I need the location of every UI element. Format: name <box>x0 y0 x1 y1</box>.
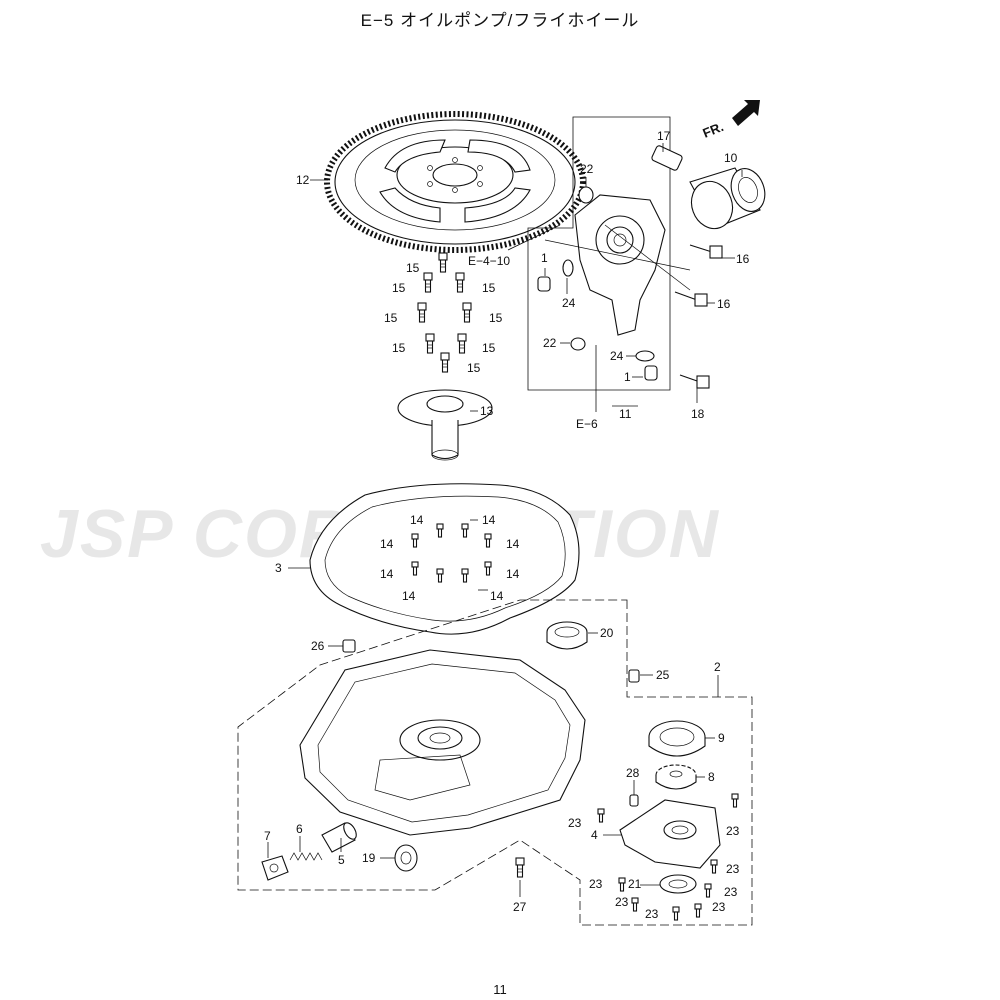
plug-1a <box>537 276 551 292</box>
label-11: 11 <box>619 407 632 421</box>
label-23b: 23 <box>726 824 740 838</box>
bolt-19 <box>394 844 418 872</box>
front-direction-arrow <box>732 100 760 126</box>
label-15c: 15 <box>482 281 496 295</box>
label-14d: 14 <box>506 537 520 551</box>
label-6: 6 <box>296 822 303 836</box>
dowel-25 <box>628 669 640 683</box>
label-2: 2 <box>714 660 721 674</box>
label-15b: 15 <box>392 281 406 295</box>
label-15g: 15 <box>482 341 496 355</box>
label-23g: 23 <box>712 900 726 914</box>
label-25: 25 <box>656 668 670 682</box>
label-15f: 15 <box>392 341 406 355</box>
label-1b: 1 <box>624 370 631 384</box>
oil-filter <box>689 167 766 230</box>
label-27: 27 <box>513 900 527 914</box>
label-24a: 24 <box>562 296 576 310</box>
oil-pump-group-box <box>527 116 671 391</box>
label-28: 28 <box>626 766 640 780</box>
transmission-housing <box>299 649 586 836</box>
label-14b: 14 <box>482 513 496 527</box>
label-14c: 14 <box>380 537 394 551</box>
label-22a: 22 <box>580 162 594 176</box>
dowel-26 <box>342 639 356 653</box>
bolt-27 <box>515 857 525 878</box>
label-17: 17 <box>657 129 671 143</box>
gasket-plate <box>309 483 580 635</box>
label-8: 8 <box>708 770 715 784</box>
label-14f: 14 <box>506 567 520 581</box>
label-23d: 23 <box>589 877 603 891</box>
label-7: 7 <box>264 829 271 843</box>
label-23h: 23 <box>645 907 659 921</box>
label-14h: 14 <box>490 589 504 603</box>
label-23c: 23 <box>726 862 740 876</box>
pin-28 <box>629 794 639 807</box>
label-5: 5 <box>338 853 345 867</box>
leader-lines <box>267 143 743 897</box>
page-number: 11 <box>493 982 507 997</box>
page-title: E−5 オイルポンプ/フライホイール <box>360 11 640 30</box>
relief-spring-6 <box>289 852 323 861</box>
label-4: 4 <box>591 828 598 842</box>
label-15d: 15 <box>384 311 398 325</box>
washer-24b <box>635 350 655 362</box>
flywheel-ring-gear <box>324 111 586 253</box>
label-15a: 15 <box>406 261 420 275</box>
stud-17 <box>651 145 683 171</box>
bolt-16b <box>674 291 708 307</box>
bolt-16a <box>689 244 723 259</box>
label-20: 20 <box>600 626 614 640</box>
inner-rotor-8 <box>655 764 697 790</box>
label-15h: 15 <box>467 361 481 375</box>
label-21: 21 <box>628 877 642 891</box>
plug-1b <box>644 365 658 381</box>
label-24b: 24 <box>610 349 624 363</box>
gasket-22b <box>570 337 586 351</box>
pump-cover-4 <box>619 799 721 869</box>
label-16b: 16 <box>717 297 731 311</box>
relief-valve-5 <box>321 822 357 853</box>
relief-plug-7 <box>261 855 289 881</box>
oil-pump-body <box>544 194 691 336</box>
label-16a: 16 <box>736 252 750 266</box>
flywheel-hub <box>397 389 493 461</box>
housing-group-box <box>237 599 753 926</box>
label-15e: 15 <box>489 311 503 325</box>
ref-e4-10: E−4−10 <box>468 254 510 268</box>
label-14e: 14 <box>380 567 394 581</box>
ref-e6: E−6 <box>576 417 598 431</box>
label-12: 12 <box>296 173 310 187</box>
label-13: 13 <box>480 404 494 418</box>
label-18: 18 <box>691 407 705 421</box>
oil-seal-21 <box>659 874 697 894</box>
bolt-18 <box>679 374 710 389</box>
front-direction-label: FR. <box>701 119 726 141</box>
washer-24a <box>562 259 574 277</box>
label-9: 9 <box>718 731 725 745</box>
label-23a: 23 <box>568 816 582 830</box>
gasket-22a <box>578 186 594 204</box>
label-14g: 14 <box>402 589 416 603</box>
label-23e: 23 <box>724 885 738 899</box>
oil-seal-20 <box>546 621 588 650</box>
flywheel-bolts <box>417 252 472 373</box>
label-1a: 1 <box>541 251 548 265</box>
label-3: 3 <box>275 561 282 575</box>
label-10: 10 <box>724 151 738 165</box>
label-23f: 23 <box>615 895 629 909</box>
label-14a: 14 <box>410 513 424 527</box>
outer-rotor-9 <box>648 720 706 757</box>
label-26: 26 <box>311 639 325 653</box>
label-22b: 22 <box>543 336 557 350</box>
label-19: 19 <box>362 851 376 865</box>
